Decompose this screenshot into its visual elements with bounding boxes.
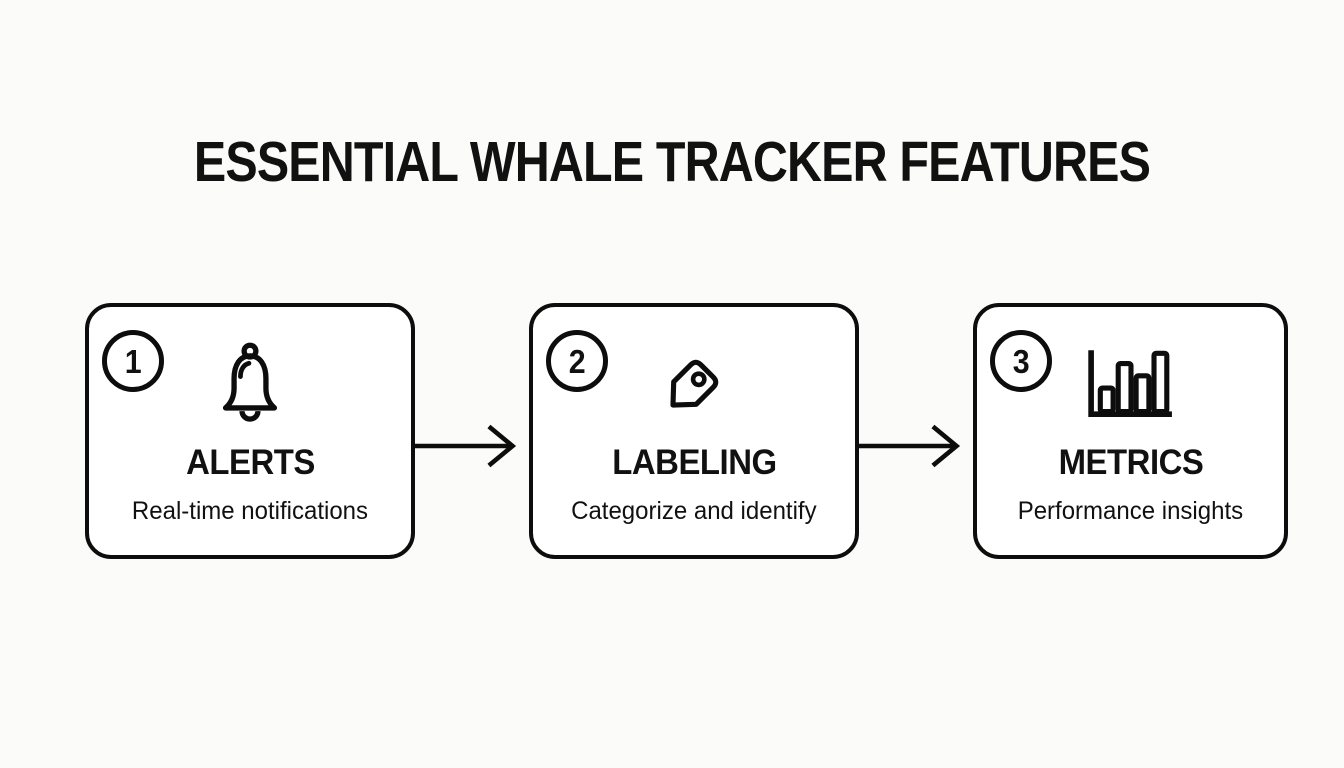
step-description: Categorize and identify <box>571 497 817 526</box>
arrow-right-icon <box>857 303 973 559</box>
step-label: ALERTS <box>185 443 315 482</box>
bar-chart-icon <box>1086 339 1176 429</box>
steps-row: 1 ALERTS Real-time notifications <box>85 303 1288 559</box>
step-number-badge: 1 <box>102 330 164 392</box>
step-number-badge: 2 <box>546 330 608 392</box>
step-number: 1 <box>124 342 142 380</box>
bell-icon <box>216 339 284 429</box>
step-card-alerts: 1 ALERTS Real-time notifications <box>85 303 415 559</box>
step-number: 2 <box>568 342 586 380</box>
page-title: ESSENTIAL WHALE TRACKER FEATURES <box>193 130 1151 194</box>
step-card-metrics: 3 METRICS Performance insights <box>973 303 1288 559</box>
step-number-badge: 3 <box>990 330 1052 392</box>
arrow-right-icon <box>413 303 529 559</box>
tag-icon <box>653 339 735 429</box>
step-number: 3 <box>1012 342 1030 380</box>
step-label: METRICS <box>1058 443 1203 482</box>
step-card-labeling: 2 LABELING Categorize and identify <box>529 303 859 559</box>
step-description: Real-time notifications <box>131 497 369 526</box>
step-description: Performance insights <box>1017 497 1244 526</box>
step-label: LABELING <box>611 443 777 482</box>
